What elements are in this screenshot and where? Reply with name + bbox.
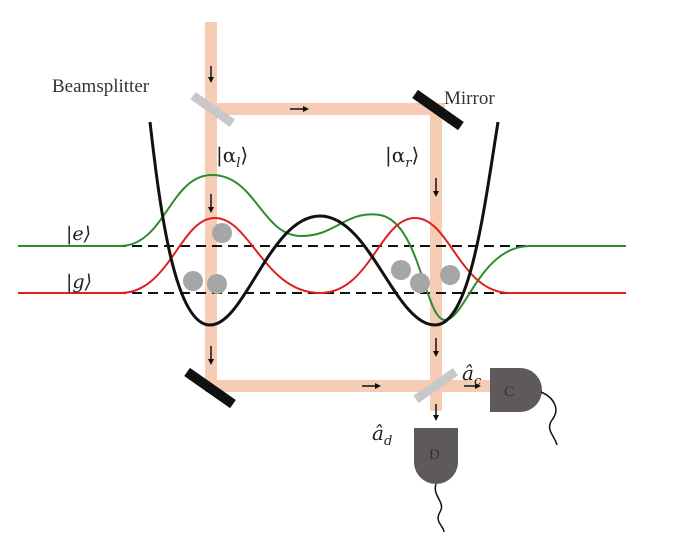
atom bbox=[440, 265, 460, 285]
detector-c-label: C bbox=[504, 384, 514, 400]
excited-wave-curve bbox=[18, 173, 626, 322]
excited-state-label: |e⟩ bbox=[66, 223, 91, 245]
beamsplitter-top bbox=[190, 91, 235, 127]
ground-wave-curve bbox=[18, 216, 626, 295]
mirror-top-right bbox=[412, 89, 464, 131]
atom bbox=[410, 273, 430, 293]
operator-c-label: âc bbox=[462, 361, 482, 389]
atom bbox=[207, 274, 227, 294]
operator-d-label: âd bbox=[372, 421, 392, 449]
ground-state-label: |g⟩ bbox=[66, 271, 92, 293]
beam-arrows bbox=[208, 66, 481, 421]
beamsplitter-bottom bbox=[413, 368, 458, 404]
beam-right-vertical bbox=[430, 103, 442, 411]
alpha-left-label: |αl⟩ bbox=[216, 143, 248, 171]
detector-d-body bbox=[414, 428, 458, 484]
detector-c: C bbox=[490, 368, 558, 446]
atom bbox=[391, 260, 411, 280]
double-well-potential bbox=[148, 121, 500, 327]
alpha-right-label: |αr⟩ bbox=[385, 143, 419, 171]
mirror-bottom-left bbox=[184, 367, 236, 409]
atom bbox=[183, 271, 203, 291]
atom bbox=[212, 223, 232, 243]
beam-paths bbox=[205, 22, 492, 411]
detector-d-label: D bbox=[429, 447, 440, 463]
detector-d-cable bbox=[434, 483, 445, 533]
mirror-label: Mirror bbox=[444, 88, 495, 109]
atoms bbox=[183, 223, 460, 294]
detector-c-body bbox=[490, 368, 542, 412]
detector-d: D bbox=[414, 428, 458, 533]
beam-bottom-horizontal bbox=[205, 380, 442, 392]
beam-top-horizontal bbox=[205, 103, 445, 115]
beamsplitter-label: Beamsplitter bbox=[52, 76, 150, 97]
detector-c-cable bbox=[540, 391, 558, 446]
